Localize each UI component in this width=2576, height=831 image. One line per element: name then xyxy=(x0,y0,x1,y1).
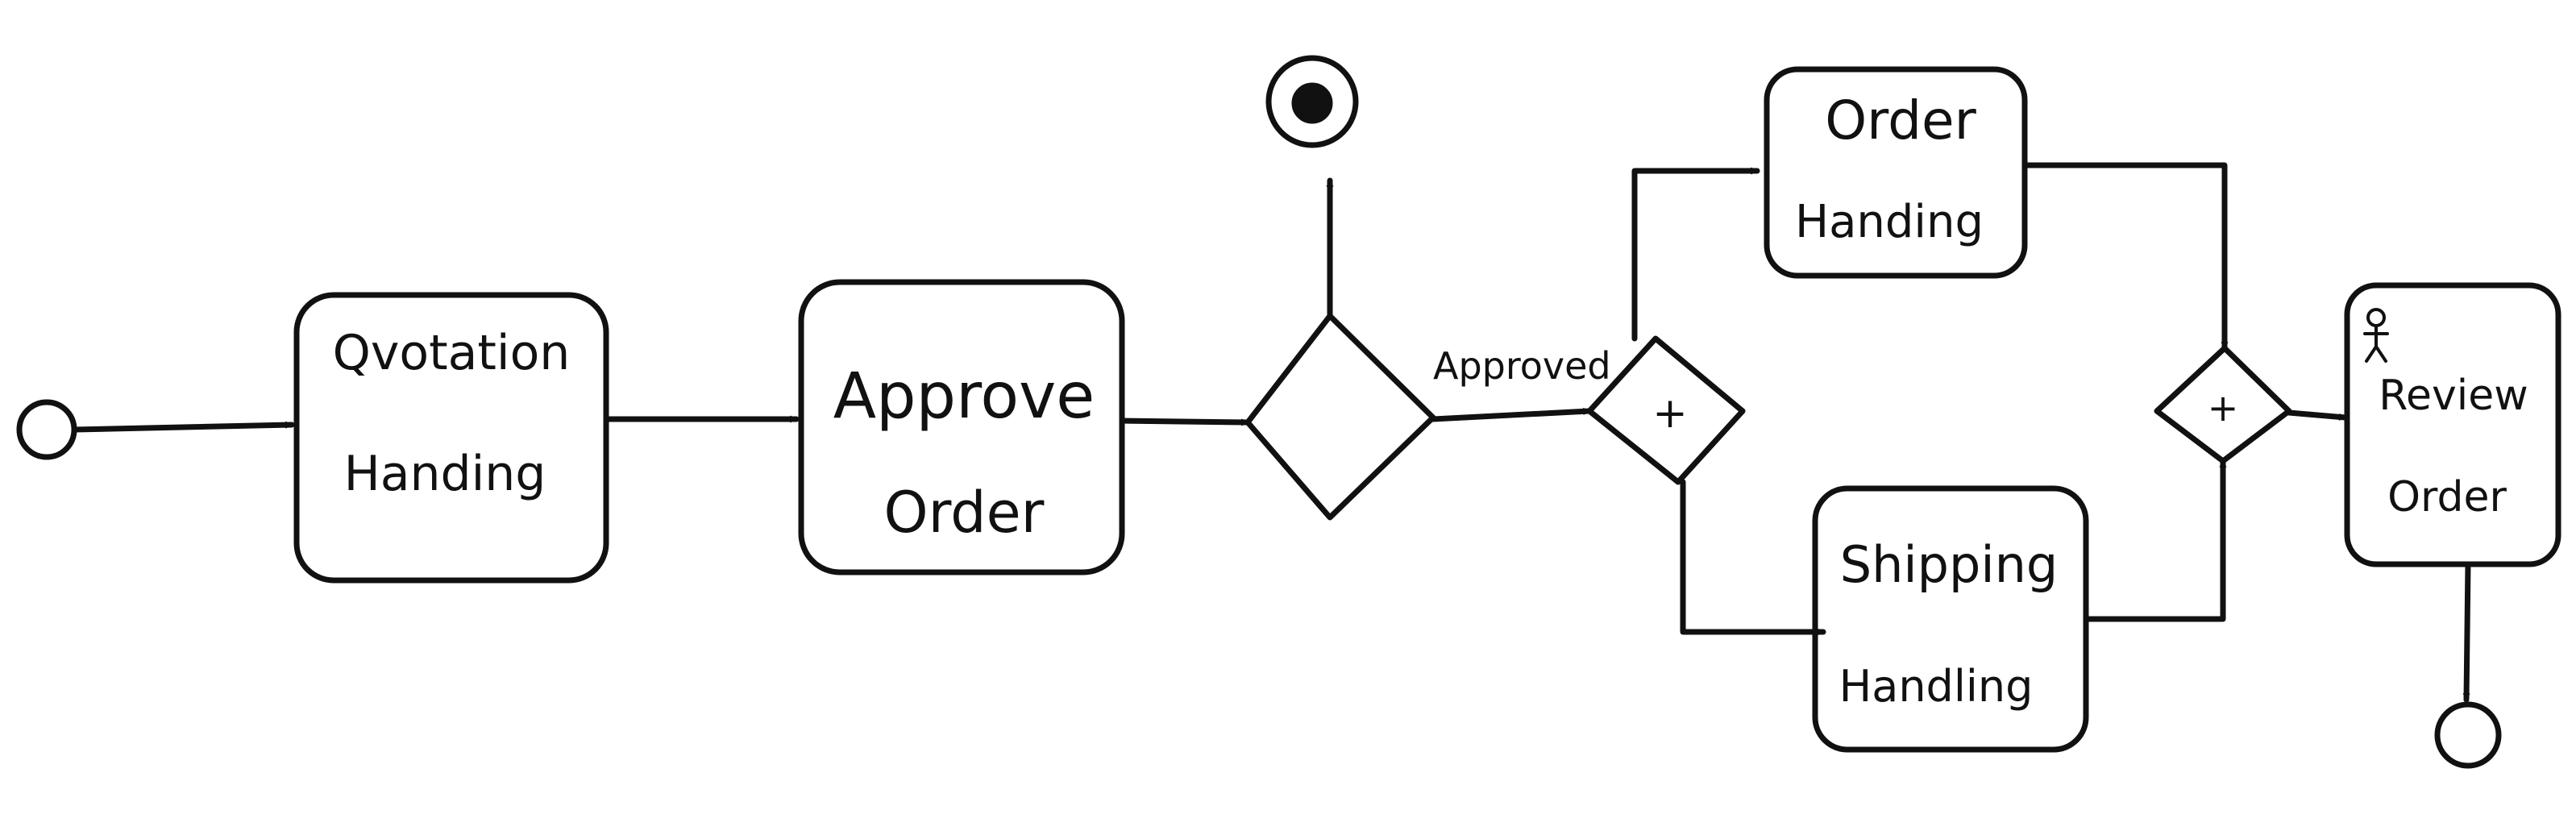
task-label-line2: Handling xyxy=(1839,661,2034,712)
end-event-dot xyxy=(1291,82,1333,124)
end-event-rejected[interactable] xyxy=(1265,55,1359,148)
gateway-fork[interactable]: + xyxy=(1586,335,1746,485)
gateway-diamond xyxy=(2154,345,2292,464)
flow-fork-to-shipping xyxy=(1680,479,1826,636)
flow-order-handling-to-join xyxy=(2021,162,2229,351)
gateway-diamond xyxy=(1244,313,1436,521)
end-event-ring xyxy=(1265,55,1359,148)
gateway-diamond xyxy=(1586,335,1746,485)
task-label-line1: Order xyxy=(1825,89,1976,152)
task-box xyxy=(1812,485,2089,753)
task-review-order[interactable]: Review Order xyxy=(2344,282,2561,567)
task-label-line2: Handing xyxy=(1795,196,1984,248)
flow-approve-to-decision xyxy=(1119,418,1251,426)
gateway-join[interactable]: + xyxy=(2154,345,2292,464)
edge-label-approved: Approved xyxy=(1433,344,1611,388)
task-box xyxy=(798,279,1125,575)
flow-fork-to-order-handling xyxy=(1631,167,1760,342)
flow-shipping-to-join xyxy=(2083,458,2227,622)
flow-review-to-end xyxy=(2462,561,2471,703)
task-box xyxy=(293,292,609,584)
flow-start-to-quotation xyxy=(71,421,295,433)
task-label-line1: Approve xyxy=(833,360,1095,433)
task-label-line1: Shipping xyxy=(1840,535,2058,594)
task-quotation-handling[interactable]: Qvotation Handing xyxy=(293,292,609,584)
task-box xyxy=(2344,282,2561,567)
task-order-handling[interactable]: Order Handing xyxy=(1764,66,2028,279)
parallel-plus-icon: + xyxy=(1652,389,1688,438)
task-box xyxy=(1764,66,2028,279)
end-event-completed[interactable] xyxy=(2434,701,2502,769)
task-shipping-handling[interactable]: Shipping Handling xyxy=(1812,485,2089,753)
gateway-decision[interactable] xyxy=(1244,313,1436,521)
task-label-line2: Handing xyxy=(344,446,546,502)
task-label-line2: Order xyxy=(2387,473,2507,521)
start-event[interactable] xyxy=(16,399,77,460)
task-label-line2: Order xyxy=(884,480,1045,546)
flow-join-to-review xyxy=(2286,409,2349,421)
user-icon xyxy=(2363,308,2389,363)
task-label-line1: Review xyxy=(2379,372,2528,420)
parallel-plus-icon: + xyxy=(2208,386,2239,430)
task-approve-order[interactable]: Approve Order xyxy=(798,279,1125,575)
task-label-line1: Qvotation xyxy=(333,325,571,381)
flow-decision-to-fork xyxy=(1430,408,1593,422)
